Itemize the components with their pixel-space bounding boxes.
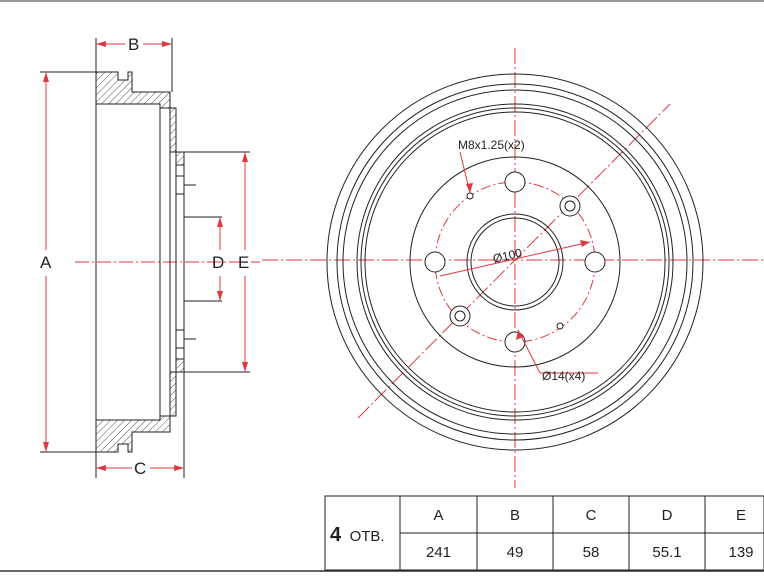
table-value-a: 241 [426,544,451,561]
drum-ring-1 [336,83,694,441]
dimension-table [324,495,764,571]
label-e: E [238,253,249,272]
drum-outer-rim [326,73,704,451]
table-header-e: E [736,507,746,524]
table-border [324,495,764,571]
thread-hole-top-right-inner [564,200,576,212]
upper-section-hatch [95,71,185,166]
stud-hole-right [584,251,606,273]
holes-count: 4 [330,524,342,546]
side-view [40,38,260,478]
center-bore-outer [466,213,564,311]
table-headers: A B C D E [433,507,746,524]
pcd-note: Ø100 [492,246,524,266]
stud-hole-lower [175,329,185,349]
label-d: D [212,253,224,272]
drum-ring-5 [364,111,666,413]
hub-face-circle [409,156,621,368]
stud-hole-bottom [504,331,526,353]
small-hole-bottom-right [556,322,564,330]
lower-section-hatch [95,358,185,453]
front-view [262,48,764,488]
label-a: A [40,253,52,272]
stud-hole-upper [175,175,185,195]
table-value-c: 58 [583,544,600,561]
table-header-d: D [662,507,673,524]
table-value-e: 139 [728,544,753,561]
table-header-c: C [586,507,597,524]
holes-count-cell: 4 ОТВ. [330,524,385,546]
drum-ring-3 [356,103,674,421]
table-header-b: B [510,507,520,524]
label-b: B [128,35,139,54]
table-header-a: A [433,507,443,524]
table-value-d: 55.1 [652,544,681,561]
table-value-b: 49 [507,544,524,561]
drum-ring-2 [342,89,688,435]
holes-note: Ø14(x4) [542,369,585,383]
drum-ring-4 [360,107,670,417]
table-values: 241 49 58 55.1 139 [426,544,754,561]
label-c: C [134,459,146,478]
holes-unit: ОТВ. [350,528,385,545]
leader-pcd [439,241,591,277]
thread-hole-bottom-left-inner [454,310,466,322]
stud-hole-top [504,171,526,193]
front-center-diagonal [357,103,671,419]
arrowheads [43,41,248,471]
stud-hole-left [424,251,446,273]
small-hole-top-left [466,192,474,200]
thread-note: M8x1.25(x2) [458,138,525,152]
center-bore-inner [470,217,560,307]
